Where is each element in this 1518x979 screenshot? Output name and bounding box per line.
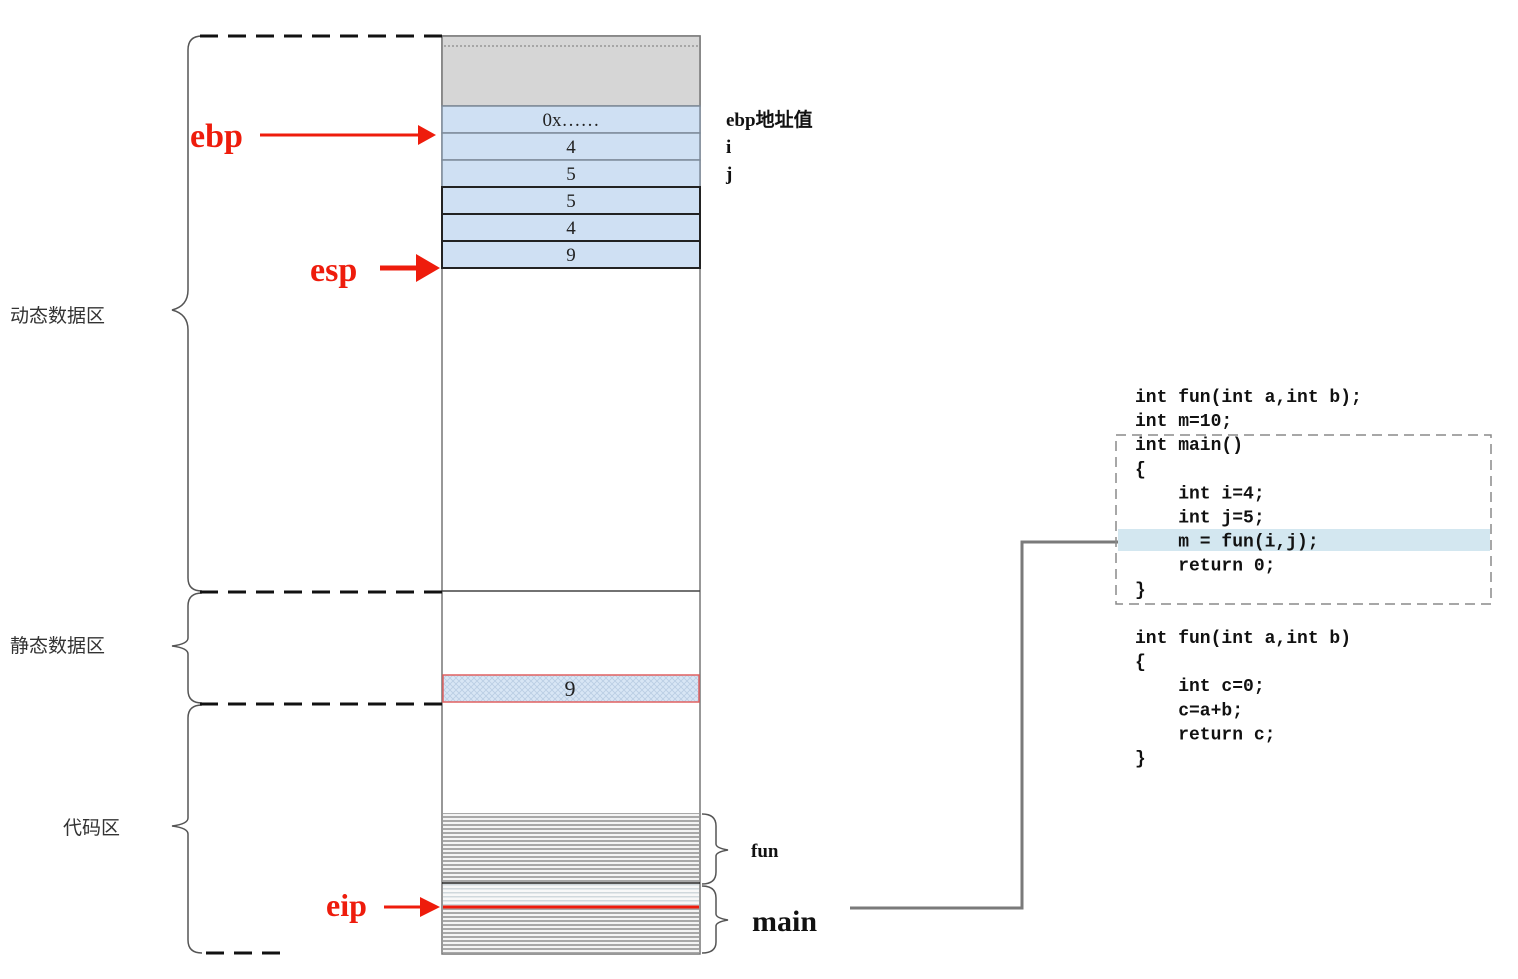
highlighted-code-line-bg	[1118, 529, 1490, 551]
code-segment-main	[443, 908, 699, 953]
code-line: int fun(int a,int b);	[1135, 388, 1362, 408]
label-dynamic-data-region: 动态数据区	[10, 305, 105, 327]
code-line: }	[1135, 581, 1146, 601]
code-line: int i=4;	[1135, 484, 1265, 504]
esp-label: esp	[310, 252, 357, 289]
eip-arrow-head	[420, 897, 440, 917]
reserved-area	[441, 35, 701, 107]
code-line: int main()	[1135, 436, 1243, 456]
label-main-segment: main	[752, 905, 817, 938]
main-code-connector	[850, 540, 1118, 910]
code-line-highlighted: m = fun(i,j);	[1135, 533, 1319, 553]
static-cell-m	[442, 674, 700, 703]
stack-cell	[441, 240, 701, 269]
label-fun-segment: fun	[751, 841, 779, 862]
stack-cell-value: 5	[566, 164, 576, 185]
stack-cell-annotation: i	[726, 137, 731, 158]
stack-cell-annotation: ebp地址值	[726, 108, 813, 131]
code-line: return c;	[1135, 725, 1275, 745]
stack-cell	[441, 186, 701, 215]
code-segment-fun	[443, 813, 699, 883]
ebp-arrow-head	[418, 125, 436, 145]
esp-arrow-head	[416, 254, 440, 282]
brace-code	[171, 704, 203, 954]
stack-cell-value: 9	[566, 245, 576, 266]
label-code-region: 代码区	[63, 817, 120, 839]
static-cell-value: 9	[565, 676, 576, 701]
stack-cell-value: 4	[566, 137, 576, 158]
eip-label: eip	[326, 887, 367, 923]
stack-cell-annotation: j	[725, 164, 732, 185]
ebp-label: ebp	[190, 118, 243, 155]
brace-fun	[701, 813, 729, 885]
code-line: int c=0;	[1135, 677, 1265, 697]
code-listing: int fun(int a,int b); int m=10; int main()…	[1135, 388, 1362, 770]
label-static-data-region: 静态数据区	[10, 635, 105, 657]
brace-main	[701, 885, 729, 954]
code-line: int j=5;	[1135, 509, 1265, 529]
code-line: int fun(int a,int b)	[1135, 629, 1351, 649]
code-line: return 0;	[1135, 557, 1275, 577]
code-line: c=a+b;	[1135, 701, 1243, 721]
stack-cell-value: 5	[566, 191, 576, 212]
code-line: {	[1135, 460, 1146, 480]
code-line: int m=10;	[1135, 412, 1232, 432]
stack-cell-value: 0x……	[543, 110, 600, 131]
stack-cell-value: 4	[566, 218, 576, 239]
stack-cells: 0x…… ebp地址值 4 i 5 j 5 4 9	[441, 105, 813, 269]
stack-cell	[441, 132, 701, 161]
brace-dynamic	[171, 35, 203, 592]
code-line: {	[1135, 653, 1146, 673]
code-segment-main-executed	[443, 884, 699, 908]
brace-static	[171, 592, 203, 704]
code-line: }	[1135, 750, 1146, 770]
